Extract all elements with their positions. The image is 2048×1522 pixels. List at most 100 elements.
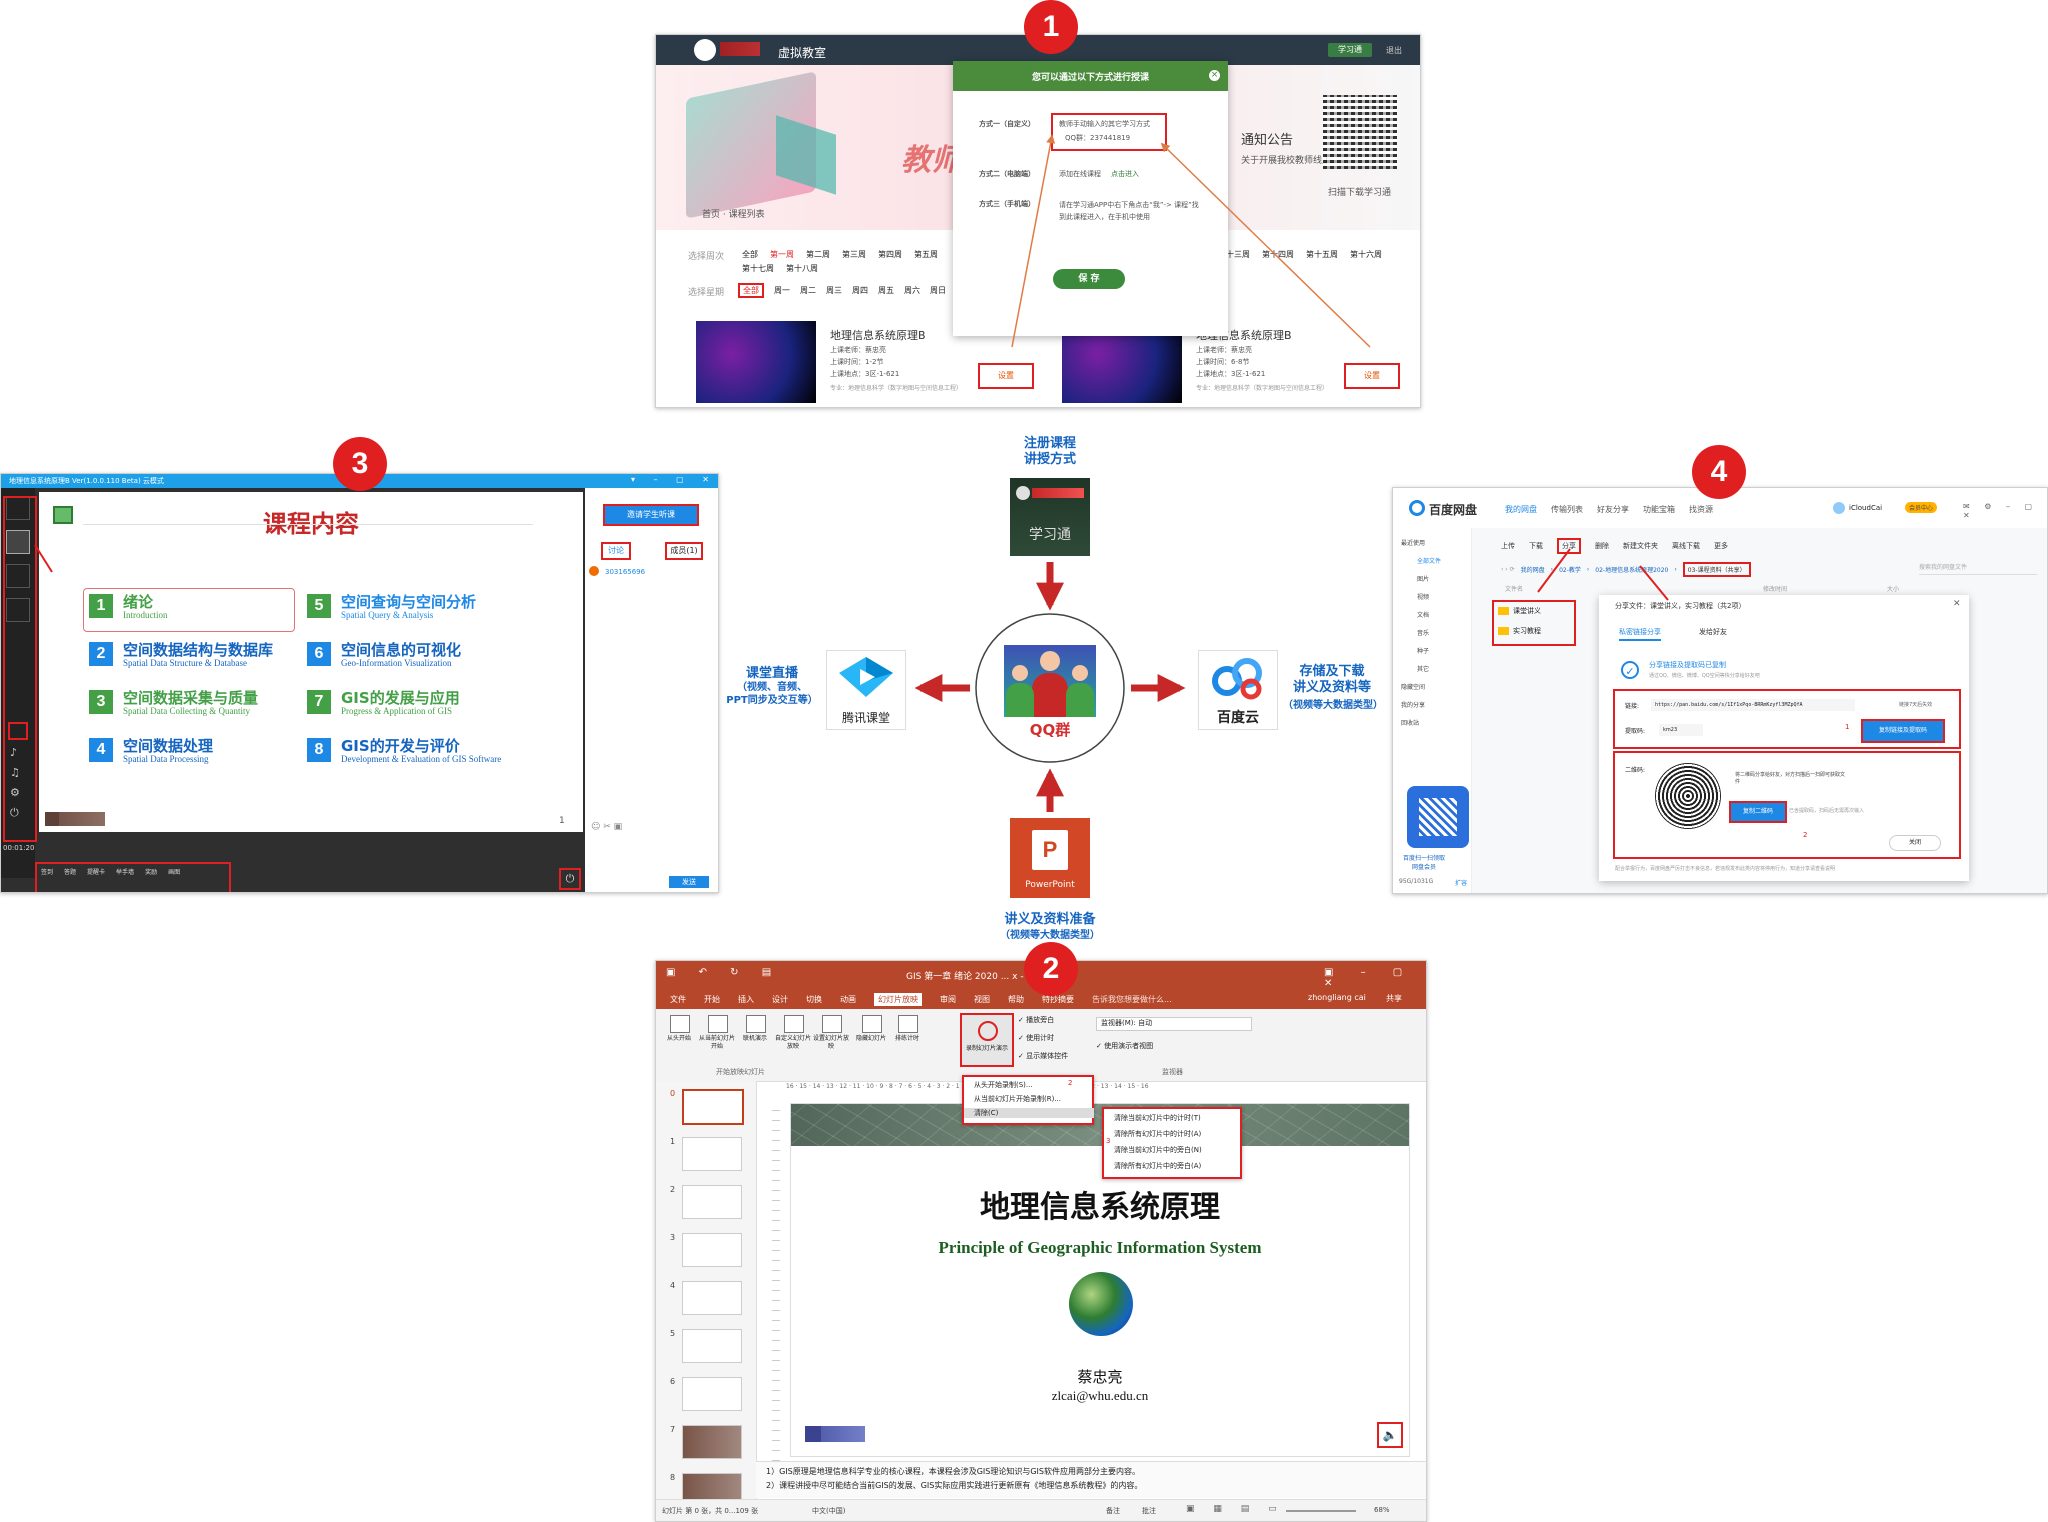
tab-insert[interactable]: 插入: [738, 995, 754, 1004]
slide-thumbnail[interactable]: [682, 1137, 742, 1171]
sidebar-item[interactable]: 全部文件: [1417, 558, 1442, 565]
sidebar-item[interactable]: 最近使用: [1401, 540, 1426, 547]
share-button[interactable]: 分享: [1557, 538, 1581, 554]
more-button[interactable]: 更多: [1714, 542, 1728, 550]
week-option[interactable]: 全部: [742, 250, 758, 259]
window-controls[interactable]: ✉ ⚙ – ▢ ✕: [1963, 502, 2039, 520]
slide-thumbnail[interactable]: [682, 1281, 742, 1315]
vip-badge[interactable]: 会员中心: [1905, 502, 1938, 513]
tool-draw[interactable]: 画图: [168, 869, 181, 876]
tab-summary[interactable]: 特抄摘要: [1042, 995, 1074, 1004]
ribbon-button[interactable]: 从当前幻灯片开始: [698, 1013, 736, 1065]
ribbon-button[interactable]: 设置幻灯片放映: [812, 1013, 850, 1065]
slide-thumbnail[interactable]: [682, 1425, 742, 1459]
sidebar-item[interactable]: 视频: [1417, 594, 1430, 601]
menu-clear[interactable]: 清除(C): [964, 1108, 1094, 1118]
file-name[interactable]: 实习教程: [1513, 627, 1541, 635]
check-narration[interactable]: ✓ 播放旁白: [1018, 1016, 1055, 1024]
week-option[interactable]: 第十四周: [1262, 250, 1294, 259]
day-option[interactable]: 周三: [826, 286, 842, 295]
nav-arrows[interactable]: ‹ › ⟳: [1501, 566, 1515, 573]
new-folder-button[interactable]: 新建文件夹: [1623, 542, 1658, 550]
share-link-field[interactable]: https://pan.baidu.com/s/1If1xPqo-BRRmKzy…: [1651, 699, 1855, 711]
audio-icon[interactable]: 🔈: [1377, 1422, 1403, 1448]
tab-private-link[interactable]: 私密链接分享: [1619, 627, 1661, 641]
nav-friend-share[interactable]: 好友分享: [1597, 505, 1629, 514]
view-buttons[interactable]: ▣ ▦ ▤ ▭: [1186, 1504, 1285, 1514]
ribbon-button[interactable]: 从头开始: [660, 1013, 698, 1065]
upload-button[interactable]: 上传: [1501, 542, 1515, 550]
sidebar-item[interactable]: 种子: [1417, 648, 1430, 655]
week-option[interactable]: 第十五周: [1306, 250, 1338, 259]
tab-home[interactable]: 开始: [704, 995, 720, 1004]
presenter-view-check[interactable]: ✓ 使用演示者视图: [1096, 1042, 1154, 1050]
tool-reward[interactable]: 奖励: [145, 869, 158, 876]
slide-thumbnail[interactable]: [682, 1329, 742, 1363]
end-class-button[interactable]: ⏻: [559, 868, 581, 890]
menu-record-from-start[interactable]: 从头开始录制(S)...: [974, 1081, 1033, 1089]
sidebar-item[interactable]: 音乐: [1417, 630, 1430, 637]
zoom-level[interactable]: 68%: [1374, 1506, 1390, 1514]
tab-discuss[interactable]: 讨论: [601, 542, 631, 560]
zoom-slider[interactable]: [1286, 1510, 1356, 1512]
week-option-selected[interactable]: 第一周: [770, 250, 794, 259]
course-card[interactable]: 地理信息系统原理B 上课老师：蔡忠亮 上课时间：6-8节 上课地点：3区-1-6…: [1062, 321, 1402, 405]
copy-qr-button[interactable]: 复制二维码: [1729, 801, 1787, 823]
slide-thumbnail[interactable]: [682, 1089, 744, 1125]
logout-link[interactable]: 退出: [1386, 46, 1402, 55]
nav-toolbox[interactable]: 功能宝箱: [1643, 505, 1675, 514]
save-button[interactable]: 保 存: [1053, 269, 1125, 289]
status-comments-button[interactable]: 批注: [1142, 1507, 1156, 1515]
settings-icon[interactable]: ⚙: [10, 786, 20, 799]
sidebar-item[interactable]: 回收站: [1401, 720, 1420, 727]
camera-tool[interactable]: [6, 598, 30, 622]
status-language[interactable]: 中文(中国): [812, 1507, 846, 1515]
sidebar-item[interactable]: 我的分享: [1401, 702, 1426, 709]
ppt-tool[interactable]: [6, 530, 30, 554]
column-size[interactable]: 大小: [1887, 586, 1900, 593]
record-button-box[interactable]: 录制幻灯片演示: [960, 1013, 1014, 1067]
course-settings-button[interactable]: 设置: [1344, 363, 1400, 389]
nav-my-disk[interactable]: 我的网盘: [1505, 505, 1537, 514]
send-button[interactable]: 发送: [669, 876, 709, 888]
day-option[interactable]: 周二: [800, 286, 816, 295]
account-name[interactable]: zhongliang cai: [1308, 993, 1366, 1002]
tool-reminder[interactable]: 提醒卡: [87, 869, 106, 876]
file-row[interactable]: 实习教程: [1498, 626, 1541, 636]
day-option[interactable]: 周日: [930, 286, 946, 295]
tab-help[interactable]: 帮助: [1008, 995, 1024, 1004]
window-controls[interactable]: ▾ – ▢ ✕: [631, 475, 717, 484]
status-notes-button[interactable]: 备注: [1106, 1507, 1120, 1515]
day-option[interactable]: 周一: [774, 286, 790, 295]
mode1-box[interactable]: [1051, 113, 1167, 151]
week-option[interactable]: 第十六周: [1350, 250, 1382, 259]
quick-access-icons[interactable]: ▣ ↶ ↻ ▤: [666, 967, 782, 978]
power-tool-icon[interactable]: ⏻: [10, 806, 19, 819]
column-name[interactable]: 文件名: [1505, 586, 1524, 593]
window-controls[interactable]: ▣ – ▢ ✕: [1324, 967, 1415, 989]
breadcrumb[interactable]: 首页 · 课程列表: [702, 210, 765, 220]
week-option[interactable]: 第五周: [914, 250, 938, 259]
course-title[interactable]: 地理信息系统原理B: [830, 329, 926, 342]
check-timing[interactable]: ✓ 使用计时: [1018, 1034, 1055, 1042]
sidebar-item[interactable]: 隐藏空间: [1401, 684, 1426, 691]
breadcrumb-item[interactable]: 02-地理信息系统原理2020: [1595, 567, 1669, 574]
notice-text[interactable]: 关于开展我校教师线上...: [1241, 156, 1340, 166]
menu-clear-all-timing[interactable]: 清除所有幻灯片中的计时(A): [1114, 1130, 1202, 1138]
column-time[interactable]: 修改时间: [1763, 586, 1788, 593]
music-icon[interactable]: ♫: [10, 766, 20, 779]
search-input[interactable]: 搜索我的网盘文件: [1919, 562, 2037, 575]
tool-hands-up[interactable]: 举手墙: [116, 869, 135, 876]
menu-clear-current-timing[interactable]: 清除当前幻灯片中的计时(T): [1114, 1114, 1201, 1122]
tab-slideshow[interactable]: 幻灯片放映: [874, 993, 922, 1006]
nav-transfers[interactable]: 传输列表: [1551, 505, 1583, 514]
tab-transitions[interactable]: 切换: [806, 995, 822, 1004]
week-option[interactable]: 第十八周: [786, 264, 818, 273]
avatar[interactable]: [1833, 502, 1845, 514]
invite-students-button[interactable]: 邀请学生听课: [603, 504, 699, 526]
breadcrumb-item[interactable]: 我的网盘: [1520, 567, 1545, 574]
notes-line[interactable]: 2）课程讲授中尽可能结合当前GIS的发展、GIS实际应用实践进行更新原有《地理信…: [766, 1481, 1143, 1490]
close-icon[interactable]: ×: [1209, 70, 1220, 81]
volume-icon[interactable]: ♪: [10, 746, 18, 759]
day-option[interactable]: 周四: [852, 286, 868, 295]
